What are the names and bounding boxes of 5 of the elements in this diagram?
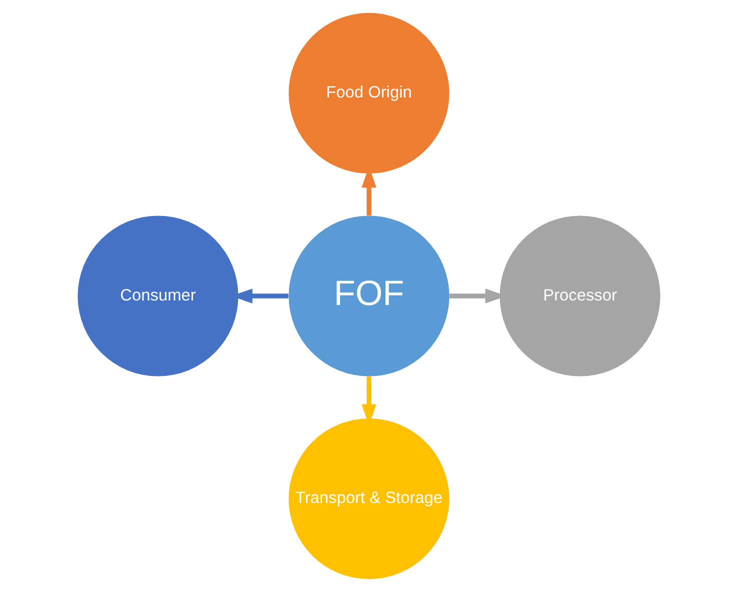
node-circle: FOF: [288, 216, 450, 376]
node-circle: Processor: [500, 216, 660, 376]
node-circle: Consumer: [78, 216, 238, 376]
node-circle: Food Origin: [288, 12, 450, 174]
node-circle: Transport & Storage: [288, 418, 450, 580]
